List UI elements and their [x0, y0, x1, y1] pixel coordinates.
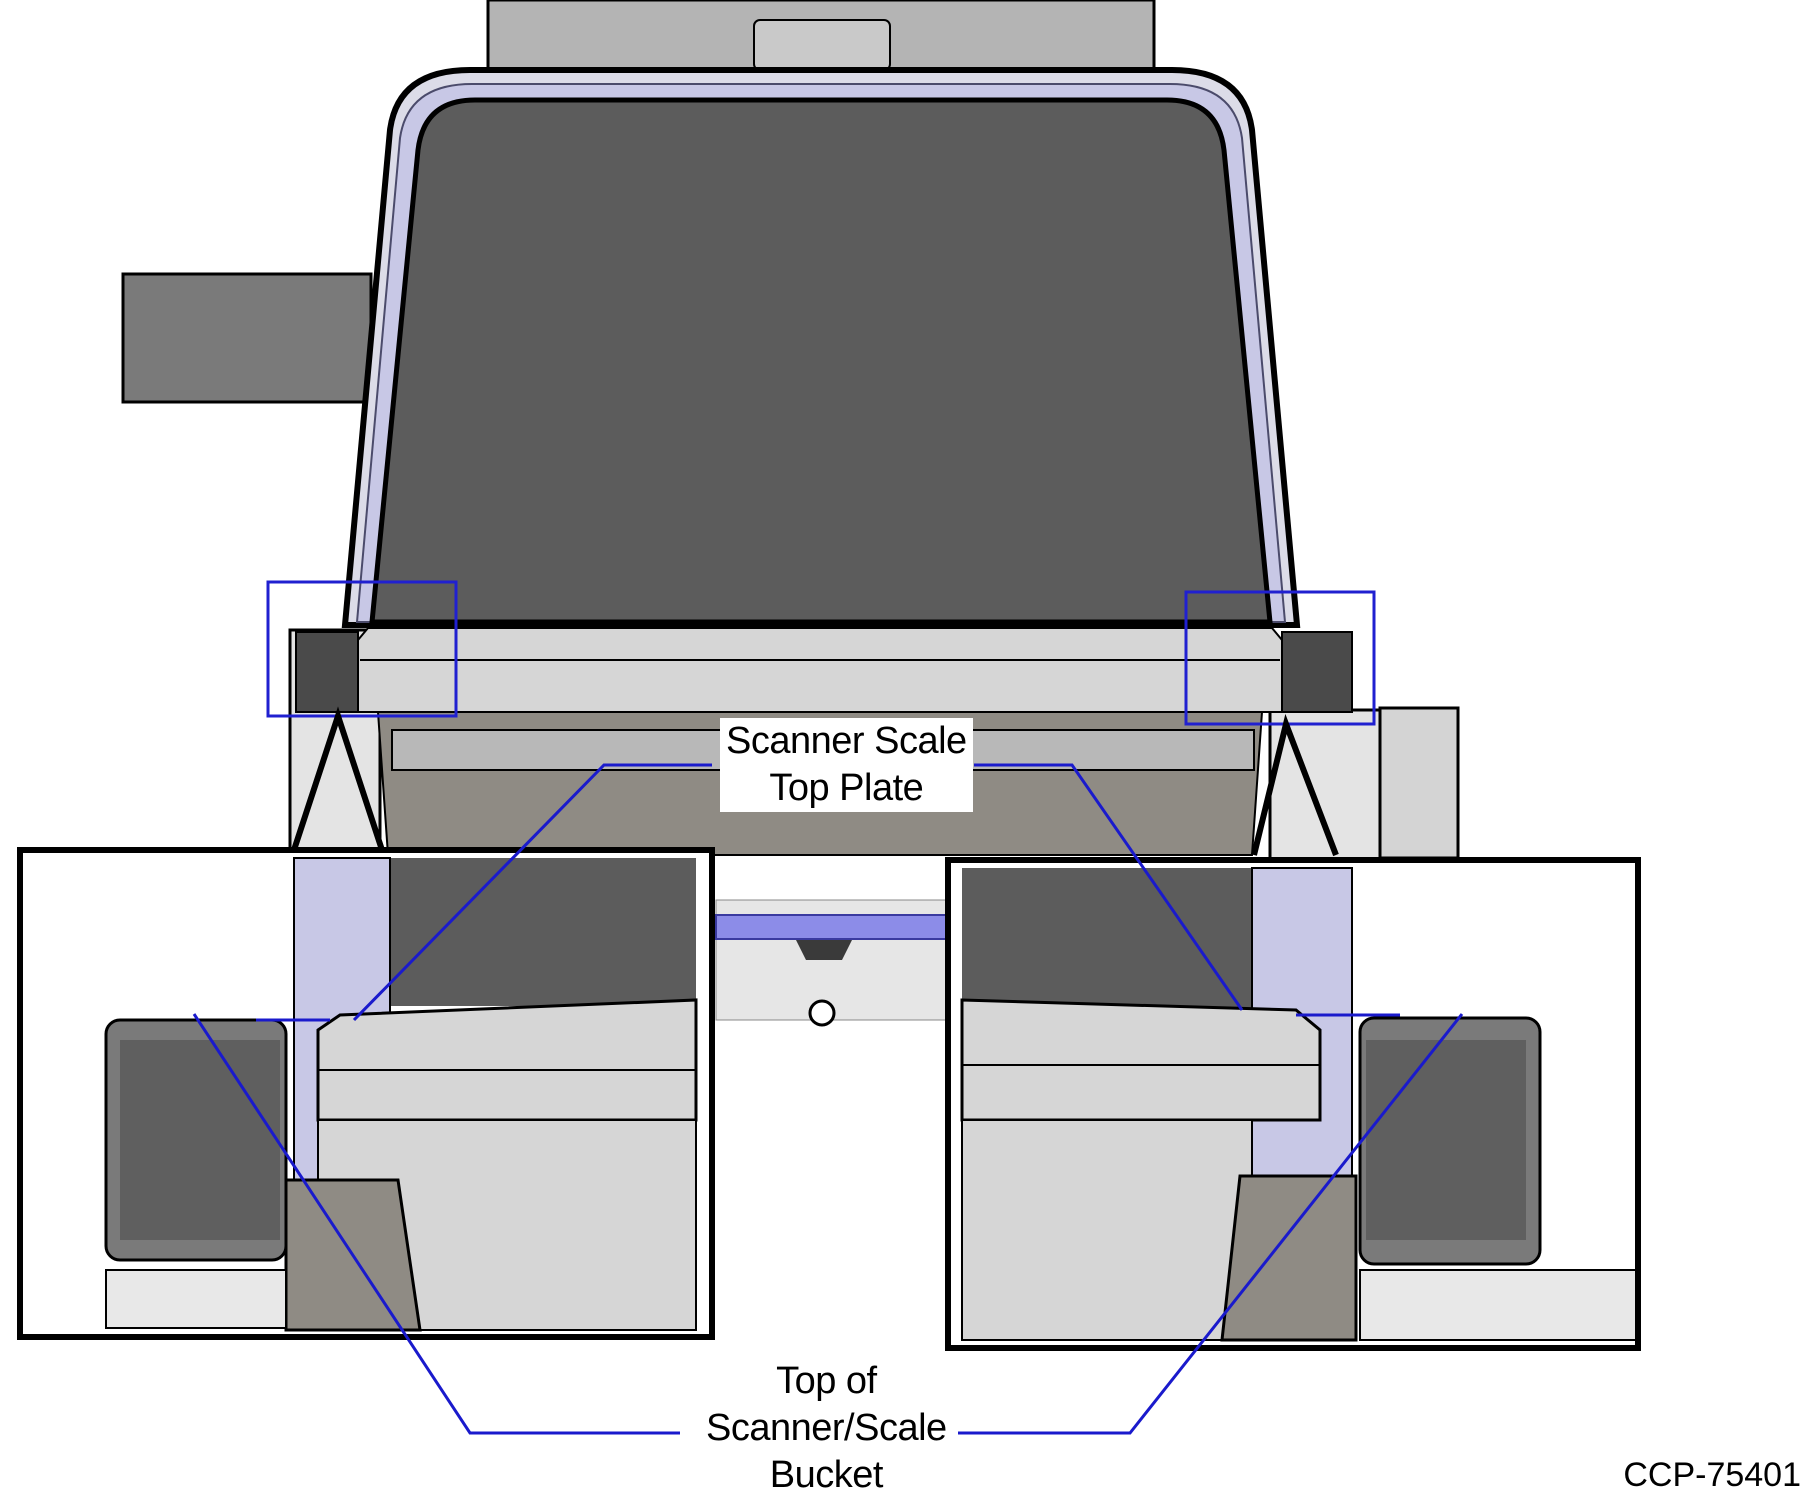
- right-detail-inset: [945, 857, 1641, 1351]
- scanner-top-plate: [357, 627, 1283, 713]
- right-highlight-box: [1184, 590, 1376, 726]
- right-inset-screen: [962, 868, 1252, 1010]
- top-stand-tab: [753, 19, 891, 71]
- leader-top-plate-right: [974, 763, 1244, 1011]
- left-inset-base: [105, 1269, 287, 1329]
- screw-icon: [808, 999, 836, 1027]
- display-screen: [369, 97, 1273, 625]
- left-highlight-box: [266, 580, 458, 718]
- label-bucket-line2: Scanner/Scale: [706, 1407, 947, 1449]
- right-inset-base: [1359, 1269, 1637, 1341]
- leader-top-plate-left: [352, 763, 712, 1022]
- blue-rail: [715, 914, 973, 940]
- left-inset-bracket-dark: [120, 1040, 280, 1240]
- lower-stand-right-block: [1378, 706, 1460, 860]
- left-inset-screen: [390, 858, 696, 1006]
- leader-bucket-right: [958, 1013, 1464, 1435]
- label-scanner-scale-top-plate: Scanner Scale Top Plate: [720, 718, 973, 812]
- label-top-plate-line1: Scanner Scale: [726, 720, 967, 762]
- label-top-of-bucket: Top of Scanner/Scale Bucket: [700, 1358, 953, 1499]
- display-assembly: [121, 0, 1301, 628]
- right-inset-post: [1220, 1174, 1358, 1342]
- callout-lines: [192, 763, 1464, 1435]
- right-mount-bracket: [1281, 631, 1353, 713]
- right-zoom-connector: [1251, 713, 1339, 857]
- side-arm: [121, 272, 373, 404]
- center-clip: [796, 940, 852, 960]
- right-inset-bucket: [961, 1119, 1253, 1341]
- left-detail-inset: [17, 847, 715, 1340]
- figure-id: CCP-75401: [1623, 1456, 1801, 1494]
- leader-bucket-left: [192, 1013, 680, 1435]
- left-mount-bracket: [295, 631, 359, 713]
- left-zoom-connector: [291, 706, 385, 851]
- right-inset-plate: [960, 998, 1322, 1122]
- label-top-plate-line2: Top Plate: [769, 767, 924, 809]
- left-inset-plate: [316, 998, 698, 1122]
- label-bucket-line1: Top of: [776, 1360, 877, 1402]
- label-bucket-line3: Bucket: [769, 1454, 884, 1496]
- right-inset-bracket-dark: [1366, 1040, 1526, 1240]
